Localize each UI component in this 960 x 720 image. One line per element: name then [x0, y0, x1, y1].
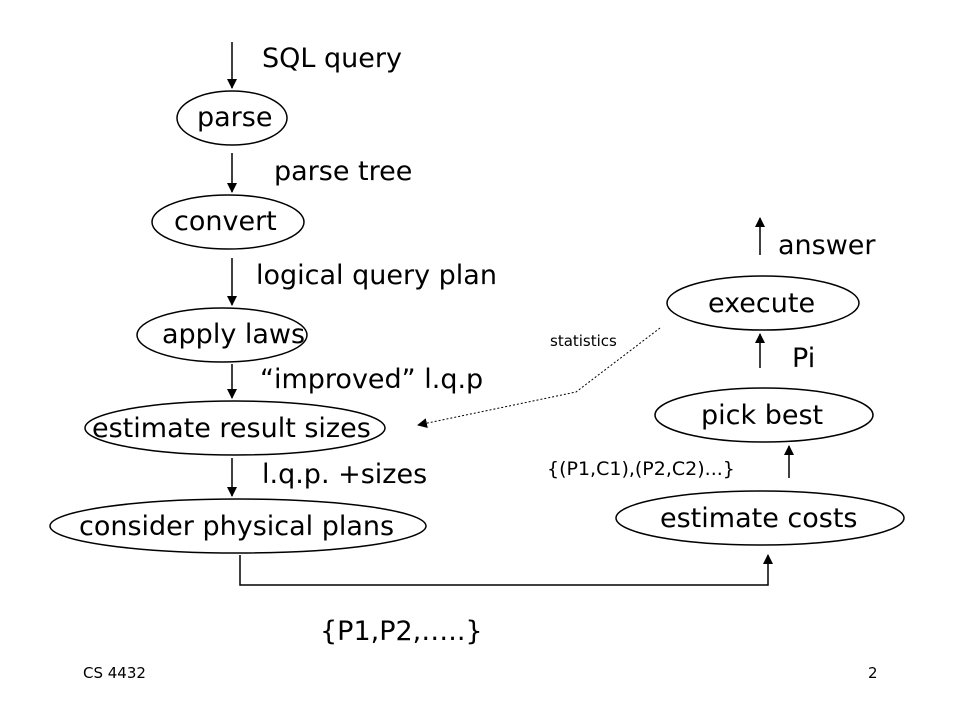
consider-physical-plans-node [49, 498, 427, 554]
consider-physical-plans-label: consider physical plans [79, 511, 395, 542]
course-footer: CS 4432 [83, 664, 146, 682]
execute-label: execute [708, 288, 816, 319]
parse-node [176, 90, 288, 146]
statistics-arrow [417, 327, 661, 429]
apply-laws-label: apply laws [162, 319, 306, 350]
estimate-result-sizes-node [84, 400, 386, 456]
plans-connector [239, 554, 773, 586]
improved-lqp-label: “improved” l.q.p [260, 364, 484, 395]
pick-best-label: pick best [701, 400, 824, 431]
estimate-result-sizes-label: estimate result sizes [92, 413, 371, 444]
cost-pairs-label: {(P1,C1),(P2,C2)...} [547, 458, 735, 480]
page-number: 2 [868, 664, 878, 682]
lqp-sizes-label: l.q.p. +sizes [262, 459, 428, 490]
pi-label: Pi [792, 343, 816, 374]
plans-set-label: {P1,P2,…..} [320, 616, 483, 647]
logical-query-plan-label: logical query plan [256, 260, 497, 291]
sql-query-label: SQL query [262, 43, 402, 74]
convert-label: convert [174, 206, 277, 237]
estimate-costs-label: estimate costs [660, 503, 858, 534]
parse-label: parse [197, 102, 273, 133]
answer-label: answer [778, 230, 876, 261]
parse-tree-label: parse tree [274, 156, 413, 187]
convert-node [151, 194, 305, 250]
apply-laws-node [136, 307, 308, 363]
pick-best-node [654, 387, 874, 443]
estimate-costs-node [615, 490, 905, 546]
execute-node [666, 275, 860, 331]
statistics-label: statistics [550, 332, 617, 350]
